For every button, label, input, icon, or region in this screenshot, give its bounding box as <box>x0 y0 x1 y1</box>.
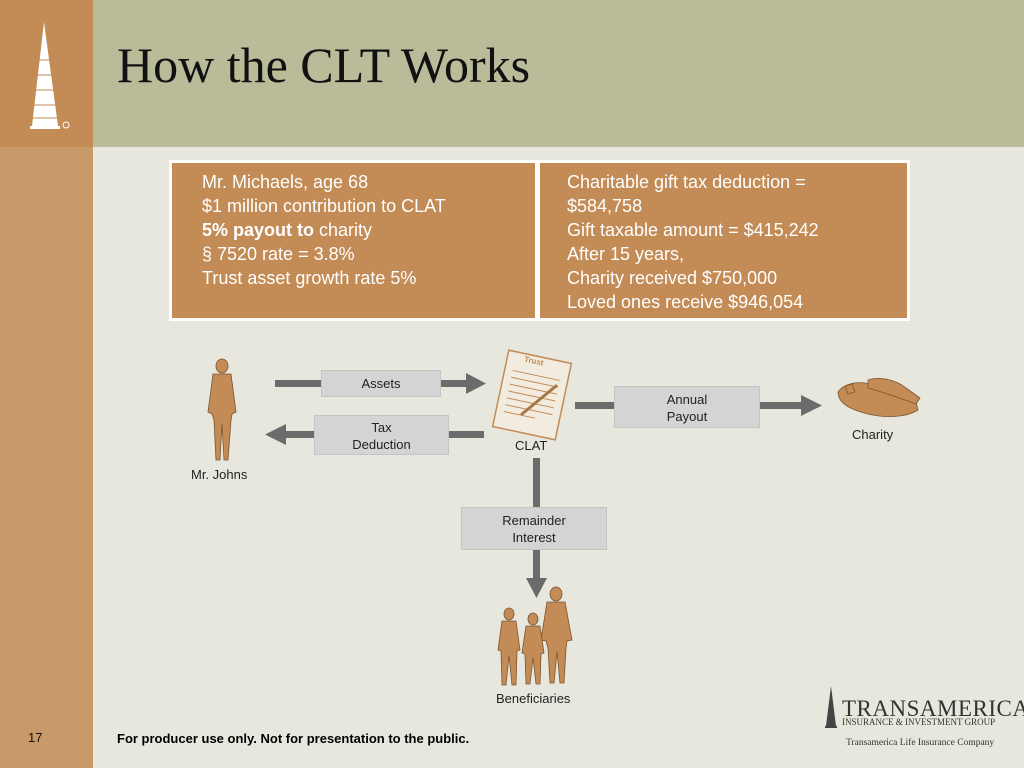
brand-name: TRANSAMERICA <box>842 696 1024 721</box>
family-icon <box>497 586 573 686</box>
hands-icon <box>837 378 921 418</box>
clat-label: CLAT <box>515 438 548 453</box>
results-line: Charitable gift tax deduction = <box>567 172 806 192</box>
scenario-line-emphasis: 5% payout to <box>202 220 315 240</box>
results-line: After 15 years, <box>567 244 685 264</box>
page-title: How the CLT Works <box>117 37 531 93</box>
footer-disclaimer: For producer use only. Not for presentat… <box>117 731 470 746</box>
tax-deduction-label-box: Tax Deduction <box>314 415 449 455</box>
results-line: Gift taxable amount = $415,242 <box>567 220 819 240</box>
payout-label-line1: Annual <box>666 392 708 407</box>
remainder-interest-label-box: Remainder Interest <box>461 507 607 550</box>
info-panel: Mr. Michaels, age 68 $1 million contribut… <box>169 160 910 321</box>
header-bar <box>93 0 1024 147</box>
brand-company: Transamerica Life Insurance Company <box>846 738 995 748</box>
results-line: Loved ones receive $946,054 <box>567 292 804 312</box>
person-label: Mr. Johns <box>191 467 248 482</box>
assets-label: Assets <box>361 376 401 391</box>
tax-label-line2: Deduction <box>352 437 411 452</box>
transamerica-brand: TRANSAMERICA INSURANCE & INVESTMENT GROU… <box>822 686 1024 752</box>
remainder-label-line2: Interest <box>512 530 556 545</box>
scenario-box: Mr. Michaels, age 68 $1 million contribut… <box>172 163 535 318</box>
pyramid-logo-icon <box>30 22 70 129</box>
scenario-line: Mr. Michaels, age 68 <box>202 170 446 194</box>
beneficiaries-label: Beneficiaries <box>496 691 571 706</box>
scenario-line: § 7520 rate = 3.8% <box>202 242 446 266</box>
trust-document-icon <box>491 349 573 441</box>
annual-payout-label-box: Annual Payout <box>614 386 760 428</box>
tax-label-line1: Tax <box>371 420 392 435</box>
payout-label-line2: Payout <box>666 409 708 424</box>
scenario-line-text: charity <box>314 220 373 240</box>
scenario-line-text: § 7520 rate = 3.8% <box>202 244 355 264</box>
scenario-lines: Mr. Michaels, age 68 $1 million contribut… <box>202 170 446 290</box>
scenario-line-text: Trust asset growth rate 5% <box>202 268 417 288</box>
results-line: $584,758 <box>567 196 643 216</box>
pyramid-small-icon <box>825 686 837 728</box>
assets-label-box: Assets <box>321 370 441 397</box>
trust-doc-title: Trust <box>523 355 544 368</box>
scenario-line-text: $1 million contribution to CLAT <box>202 196 446 216</box>
remainder-label-line1: Remainder <box>502 513 566 528</box>
scenario-line: $1 million contribution to CLAT <box>202 194 446 218</box>
man-figure-icon <box>207 358 237 461</box>
charity-label: Charity <box>852 427 894 442</box>
scenario-line: 5% payout to charity <box>202 218 446 242</box>
scenario-line-text: Mr. Michaels, age 68 <box>202 172 369 192</box>
brand-subtitle: INSURANCE & INVESTMENT GROUP <box>842 717 996 727</box>
results-line: Charity received $750,000 <box>567 268 778 288</box>
scenario-line: Trust asset growth rate 5% <box>202 266 446 290</box>
page-number: 17 <box>28 730 43 745</box>
logo-panel <box>0 0 93 147</box>
